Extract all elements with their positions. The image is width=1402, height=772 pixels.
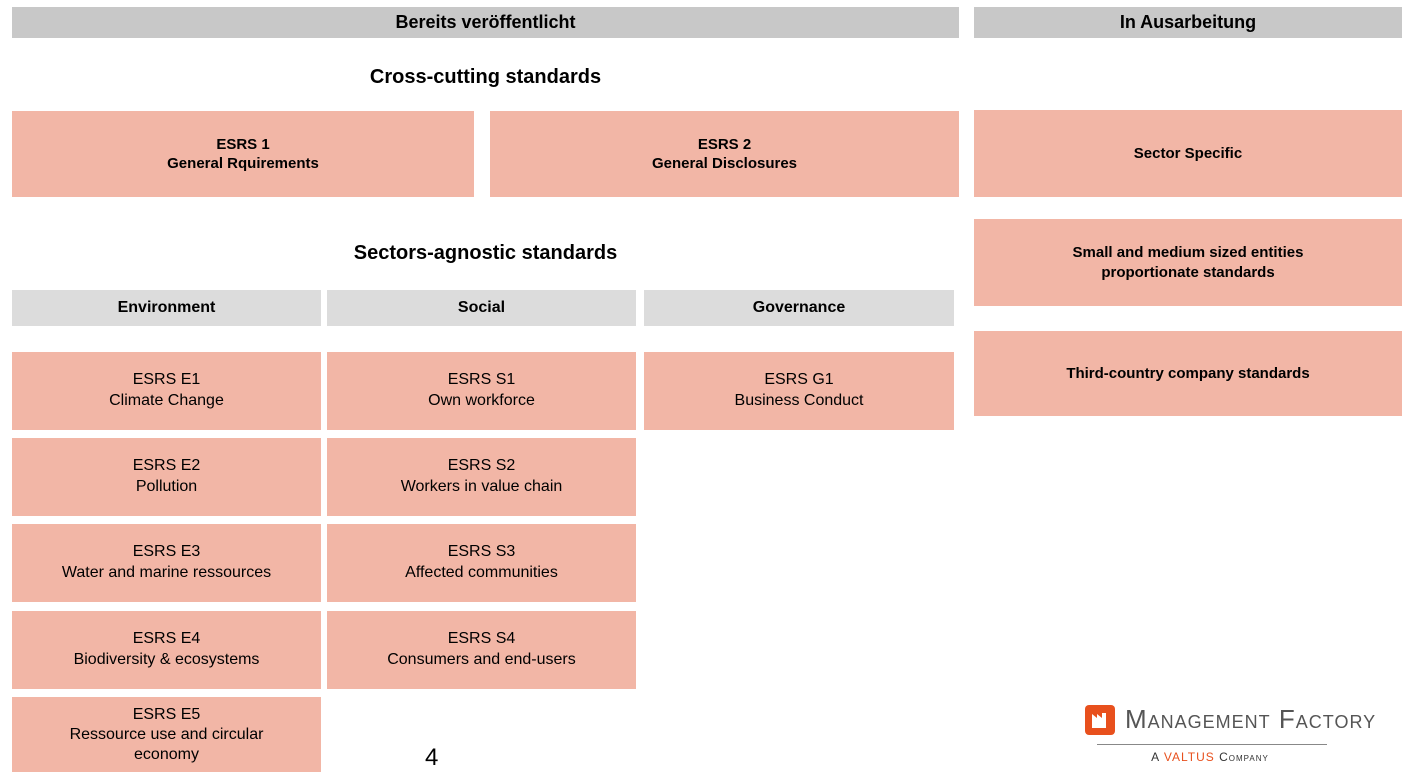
company-logo: Management Factory A VALTUS Company [1085,704,1402,772]
tagline-brand: VALTUS [1163,750,1215,764]
esrs-s1-box: ESRS S1 Own workforce [327,352,636,430]
category-social: Social [327,290,636,326]
esrs-g1-name: Business Conduct [734,392,864,409]
esrs-s4-code: ESRS S4 [447,630,516,648]
factory-icon [1085,704,1115,735]
logo-divider [1097,744,1327,745]
esrs-e2-name: Pollution [135,478,198,495]
page-number: 4 [425,744,439,771]
category-governance-label: Governance [752,299,846,316]
category-environment-label: Environment [117,299,216,316]
esrs-s3-code: ESRS S3 [447,543,516,561]
esrs-s1-code: ESRS S1 [447,371,516,389]
in-progress-header-label: In Ausarbeitung [1119,12,1257,32]
esrs-e5-box: ESRS E5 Ressource use and circular econo… [12,697,321,772]
esrs-2-code: ESRS 2 [697,135,752,153]
esrs-e4-code: ESRS E4 [132,630,201,648]
sme-line-1: Small and medium sized entities [1072,244,1304,261]
esrs-e1-code: ESRS E1 [132,371,201,389]
esrs-s2-code: ESRS S2 [447,457,516,475]
esrs-s4-box: ESRS S4 Consumers and end-users [327,611,636,689]
esrs-e3-name: Water and marine ressources [61,564,272,581]
esrs-e3-box: ESRS E3 Water and marine ressources [12,524,321,602]
cross-cutting-title: Cross-cutting standards [369,66,602,88]
esrs-s2-box: ESRS S2 Workers in value chain [327,438,636,516]
category-social-label: Social [457,299,506,316]
third-country-label: Third-country company standards [1066,364,1310,382]
sector-specific-label: Sector Specific [1133,144,1243,162]
sector-agnostic-title: Sectors-agnostic standards [353,242,618,264]
esrs-e5-code: ESRS E5 [132,705,201,723]
in-progress-header: In Ausarbeitung [974,7,1402,38]
esrs-1-box: ESRS 1 General Rquirements [12,111,474,197]
published-header: Bereits veröffentlicht [12,7,959,38]
esrs-s1-name: Own workforce [428,392,535,409]
logo-tagline: A VALTUS Company [1085,750,1335,764]
logo-row: Management Factory [1085,704,1402,735]
category-environment: Environment [12,290,321,326]
esrs-1-name: General Rquirements [167,155,319,172]
esrs-e1-box: ESRS E1 Climate Change [12,352,321,430]
third-country-box: Third-country company standards [974,331,1402,416]
sector-specific-box: Sector Specific [974,110,1402,197]
tagline-prefix: A [1151,750,1164,764]
esrs-2-box: ESRS 2 General Disclosures [490,111,959,197]
esrs-e5-name: Ressource use and circular economy [69,725,264,763]
esrs-e4-box: ESRS E4 Biodiversity & ecosystems [12,611,321,689]
esrs-2-name: General Disclosures [651,155,798,172]
tagline-suffix: Company [1214,750,1269,764]
esrs-e1-name: Climate Change [109,392,224,409]
esrs-e4-name: Biodiversity & ecosystems [73,651,260,668]
esrs-1-code: ESRS 1 [216,135,270,153]
esrs-e2-box: ESRS E2 Pollution [12,438,321,516]
esrs-g1-box: ESRS G1 Business Conduct [644,352,954,430]
esrs-s4-name: Consumers and end-users [387,651,576,668]
esrs-s3-box: ESRS S3 Affected communities [327,524,636,602]
esrs-e3-code: ESRS E3 [132,543,201,561]
esrs-g1-code: ESRS G1 [764,371,834,389]
esrs-e2-code: ESRS E2 [132,457,201,475]
sme-standards-box: Small and medium sized entities proporti… [974,219,1402,306]
sme-line-2: proportionate standards [1101,263,1275,281]
category-governance: Governance [644,290,954,326]
published-header-label: Bereits veröffentlicht [395,12,576,32]
esrs-s2-name: Workers in value chain [400,478,563,495]
logo-name: Management Factory [1125,704,1377,734]
esrs-s3-name: Affected communities [405,564,558,581]
